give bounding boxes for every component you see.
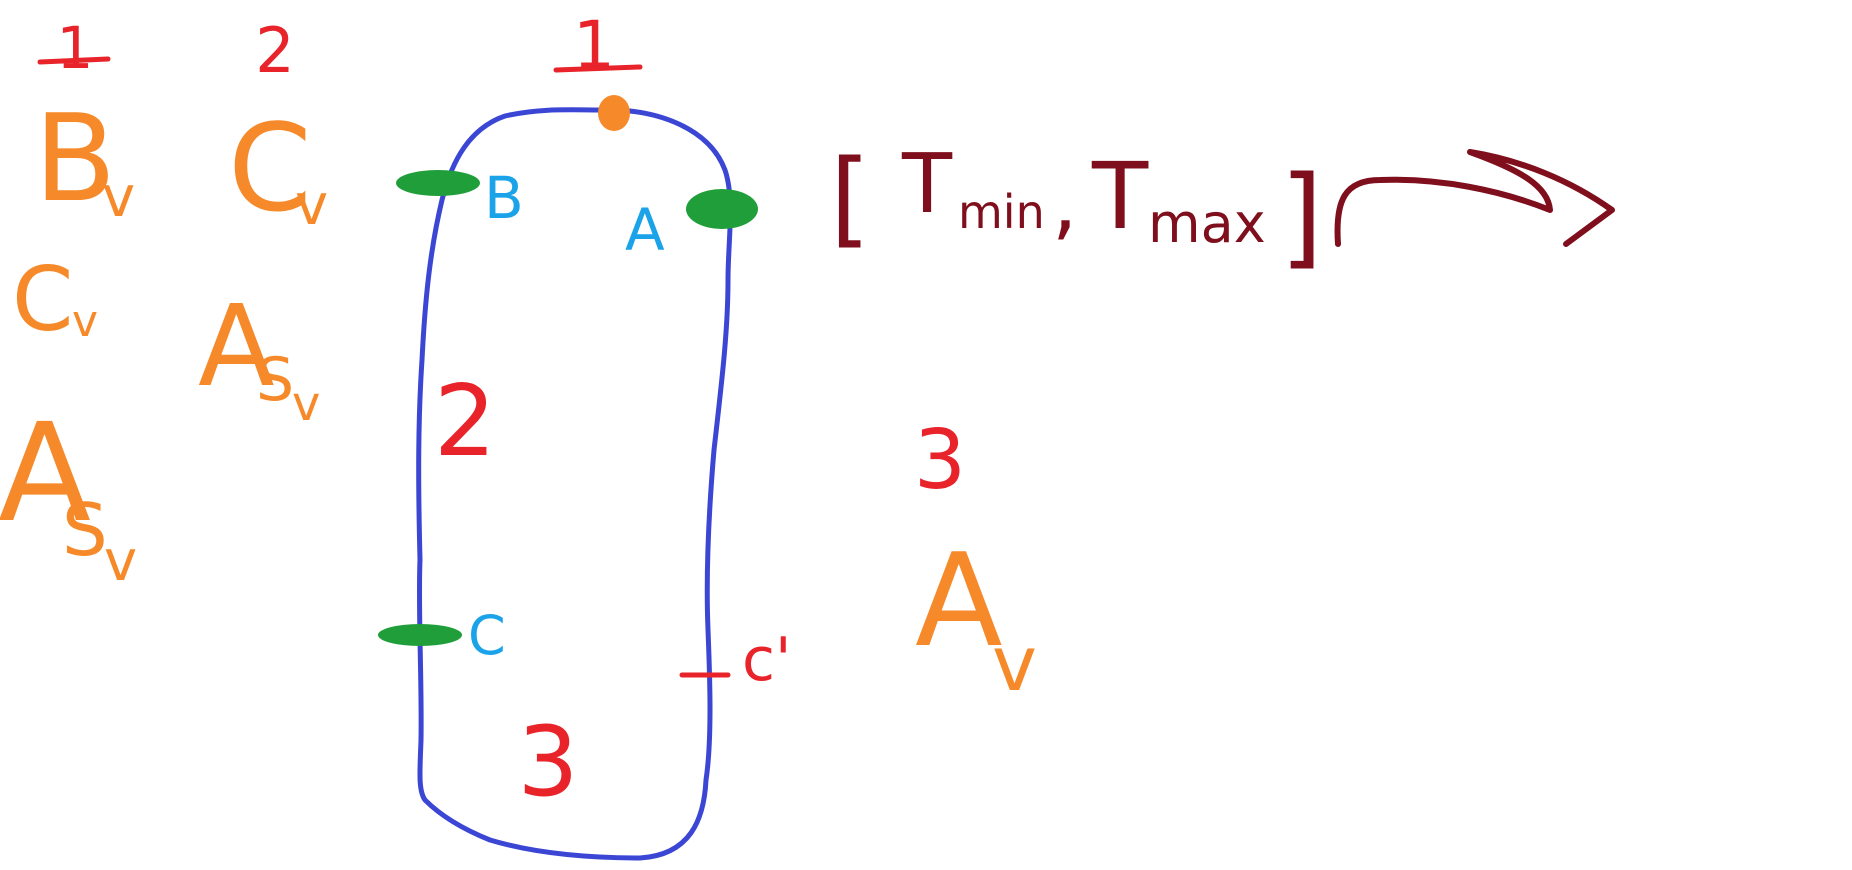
interval-tmin-sub: min [958, 185, 1045, 239]
point-c-prime-label: c' [742, 625, 791, 695]
col1-header-underline [37, 56, 111, 65]
col2-row1-letter: C [228, 100, 312, 239]
interval-comma: , [1052, 156, 1077, 249]
point-a-label: A [625, 196, 665, 264]
col1-row3-letter: A [0, 395, 91, 553]
top-point-marker [598, 95, 630, 131]
col2-row2-sub2: v [292, 376, 320, 432]
col1-row1-sub: v [102, 165, 135, 230]
point-c-label: C [468, 604, 506, 667]
loop-curve [416, 107, 733, 861]
col2-row2-sub1: S [256, 345, 294, 415]
col1-row3-sub2: v [104, 529, 137, 594]
point-c-marker [378, 624, 462, 646]
col2-row1-sub: v [295, 173, 328, 238]
region-bottom-label: 3 [517, 706, 578, 818]
interval-tmin-letter: T [901, 137, 953, 232]
interval-tmax-sub: max [1148, 192, 1266, 255]
col2-row2-letter: A [198, 282, 275, 412]
interval-open-bracket: [ [830, 137, 871, 259]
loop-diagram: 1 2 3 B A C c' [378, 7, 791, 861]
left-table: 1 2 B v C v C v A S v A S v [0, 14, 328, 594]
region-top-underline [553, 64, 643, 73]
col1-row2-letter: C [12, 248, 73, 351]
col1-row1-letter: B [34, 90, 116, 229]
interval-annotation: [ T min , T max ] [830, 137, 1615, 280]
region-top-label: 1 [573, 7, 615, 84]
point-b-marker [396, 170, 480, 196]
right-annotation: 3 A v [914, 413, 1037, 708]
curved-arrow-icon [1334, 149, 1615, 247]
right-number-label: 3 [914, 413, 966, 508]
col1-row3-sub1: S [62, 488, 108, 572]
right-a-sub: v [992, 619, 1037, 708]
point-a-marker [686, 189, 758, 229]
col2-header: 2 [255, 14, 294, 87]
right-a-letter: A [915, 527, 1003, 676]
point-b-label: B [484, 164, 524, 232]
region-left-label: 2 [434, 365, 496, 479]
interval-close-bracket: ] [1280, 152, 1323, 280]
col1-header: 1 [57, 14, 94, 82]
col1-row2-sub: v [72, 296, 98, 347]
interval-tmax-letter: T [1091, 143, 1149, 250]
